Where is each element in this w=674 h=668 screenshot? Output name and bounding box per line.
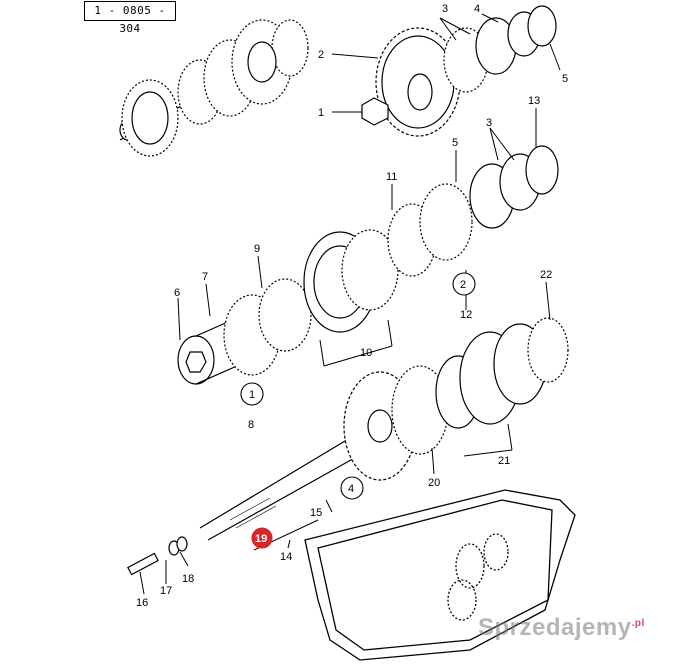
callout-6: 6 bbox=[174, 287, 180, 299]
callout-13: 13 bbox=[528, 95, 540, 107]
callout-15: 15 bbox=[310, 507, 322, 519]
circle-label-1: 1 bbox=[249, 389, 255, 401]
callout-19: 19 bbox=[255, 533, 267, 545]
circle-label-2: 2 bbox=[460, 279, 466, 291]
circle-marker-1 bbox=[240, 382, 264, 406]
gearbox-housing bbox=[304, 489, 576, 661]
highlight-marker-19 bbox=[251, 527, 273, 549]
callout-17: 17 bbox=[160, 585, 172, 597]
callout-20: 20 bbox=[428, 477, 440, 489]
callout-4: 4 bbox=[474, 3, 480, 15]
watermark-suffix: .pl bbox=[631, 618, 645, 629]
circle-marker-2 bbox=[452, 272, 476, 296]
callout-3: 3 bbox=[442, 3, 448, 15]
callout-12: 12 bbox=[460, 309, 472, 321]
circle-marker-4 bbox=[340, 476, 364, 500]
circle-label-4: 4 bbox=[348, 483, 354, 495]
callout-5: 5 bbox=[562, 73, 568, 85]
watermark: Sprzedajemy.pl bbox=[478, 614, 645, 642]
callout-22: 22 bbox=[540, 269, 552, 281]
callout-1: 1 bbox=[318, 107, 324, 119]
circled-markers bbox=[240, 272, 476, 549]
drawing-reference-code: 1 - 0805 - 304 bbox=[84, 1, 176, 35]
callout-8: 8 bbox=[248, 419, 254, 431]
callout-16: 16 bbox=[136, 597, 148, 609]
callout-2: 2 bbox=[318, 49, 324, 61]
callout-21: 21 bbox=[498, 455, 510, 467]
callout-10: 10 bbox=[360, 347, 372, 359]
callout-5b: 5 bbox=[452, 137, 458, 149]
callout-11: 11 bbox=[386, 171, 397, 183]
assembled-shaft-cluster bbox=[119, 19, 309, 157]
callout-14: 14 bbox=[280, 551, 292, 563]
callout-18: 18 bbox=[182, 573, 194, 585]
callout-labels: 1 2 3 4 5 13 3 5 11 9 7 6 10 12 2 1 8 22… bbox=[136, 3, 568, 609]
callout-7: 7 bbox=[202, 271, 208, 283]
mainshaft-lower-group bbox=[127, 317, 569, 576]
leader-lines bbox=[139, 13, 561, 595]
callout-3b: 3 bbox=[486, 117, 492, 129]
mainshaft-upper-group bbox=[177, 145, 559, 385]
watermark-text: Sprzedajemy bbox=[478, 614, 632, 641]
countershaft-gear-group bbox=[361, 5, 557, 137]
callout-9: 9 bbox=[254, 243, 260, 255]
